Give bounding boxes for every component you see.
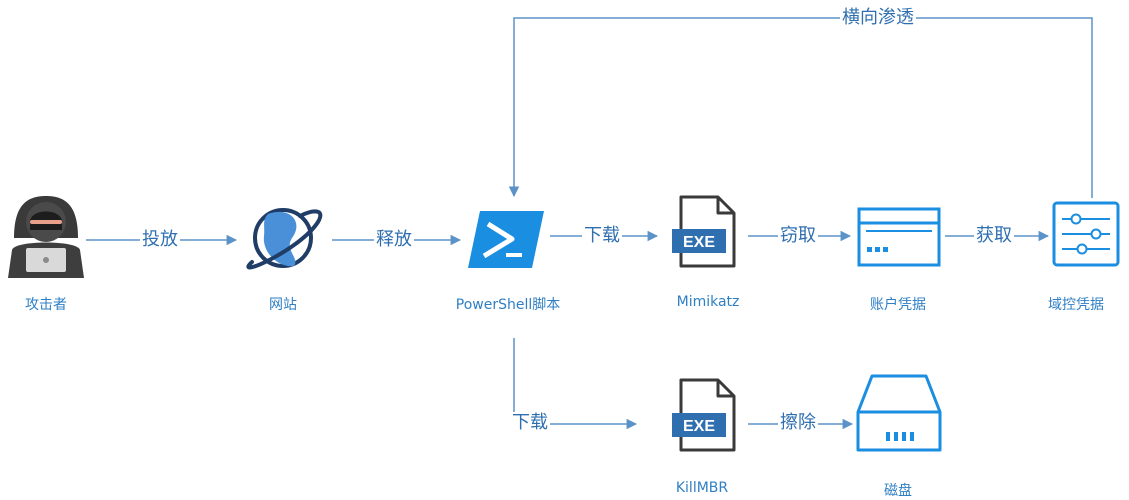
disk-icon (856, 374, 942, 452)
node-label-killmbr: KillMBR (675, 480, 729, 496)
edge-label-steal: 窃取 (778, 225, 818, 247)
node-label-mimikatz: Mimikatz (676, 294, 740, 310)
exe-badge-killmbr: EXE (683, 418, 715, 435)
edge-label-wipe: 擦除 (778, 412, 818, 434)
node-label-website: 网站 (269, 297, 297, 313)
node-label-account-creds: 账户凭据 (870, 297, 926, 313)
node-label-disk: 磁盘 (884, 483, 912, 499)
node-label-attacker: 攻击者 (25, 297, 67, 313)
globe-icon (246, 208, 323, 270)
edge-lateral (508, 17, 1093, 198)
powershell-icon (468, 211, 544, 268)
edge-label-lateral: 横向渗透 (840, 7, 916, 29)
sliders-icon (1052, 201, 1120, 267)
edge-label-release: 释放 (374, 229, 414, 251)
credential-window-icon (857, 207, 941, 267)
exe-file-icon-mimikatz (672, 195, 736, 268)
hacker-icon (8, 196, 84, 278)
exe-badge-mimikatz: EXE (683, 234, 715, 251)
node-label-domain-creds: 域控凭据 (1048, 297, 1104, 313)
edge-label-download-1: 下载 (582, 225, 622, 247)
edge-label-download-2: 下载 (510, 412, 550, 434)
exe-file-icon-killmbr (672, 378, 736, 452)
node-label-powershell: PowerShell脚本 (455, 297, 561, 313)
edge-label-deliver: 投放 (140, 229, 180, 251)
edge-label-obtain: 获取 (974, 225, 1014, 247)
